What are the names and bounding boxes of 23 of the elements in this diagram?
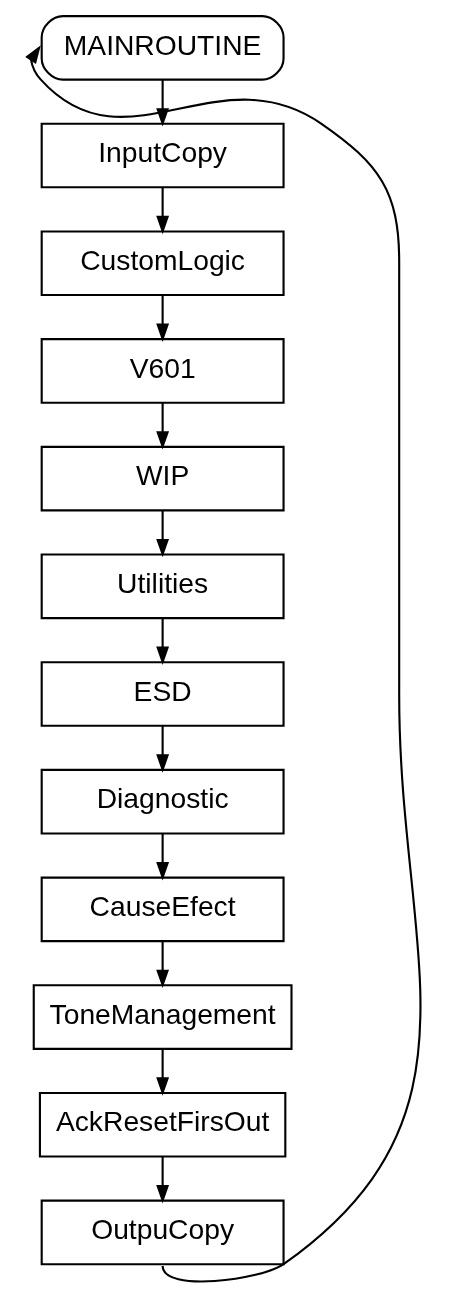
arrow: [155, 510, 169, 558]
node-box: Diagnostic: [40, 768, 285, 835]
arrow: [155, 1156, 169, 1204]
node-box: AckResetFirsOut: [38, 1091, 286, 1158]
arrow: [155, 618, 169, 665]
node-box: OutpuCopy: [40, 1199, 285, 1266]
arrow: [155, 725, 169, 773]
node-box: MAINROUTINE: [40, 15, 285, 81]
node-box: ESD: [40, 661, 285, 727]
arrow: [155, 833, 169, 881]
node-box: Utilities: [40, 553, 285, 620]
node-box: ToneManagement: [32, 984, 293, 1050]
arrow: [155, 941, 169, 989]
node-box: CustomLogic: [40, 230, 285, 297]
arrow: [155, 1048, 169, 1096]
node-box: WIP: [40, 445, 285, 512]
arrow: [155, 295, 169, 342]
arrow: [24, 45, 421, 1283]
node-box: V601: [40, 338, 285, 404]
arrow: [155, 187, 169, 235]
node-box: CauseEfect: [40, 876, 285, 943]
arrow: [155, 402, 169, 450]
node-box: InputCopy: [40, 122, 285, 189]
